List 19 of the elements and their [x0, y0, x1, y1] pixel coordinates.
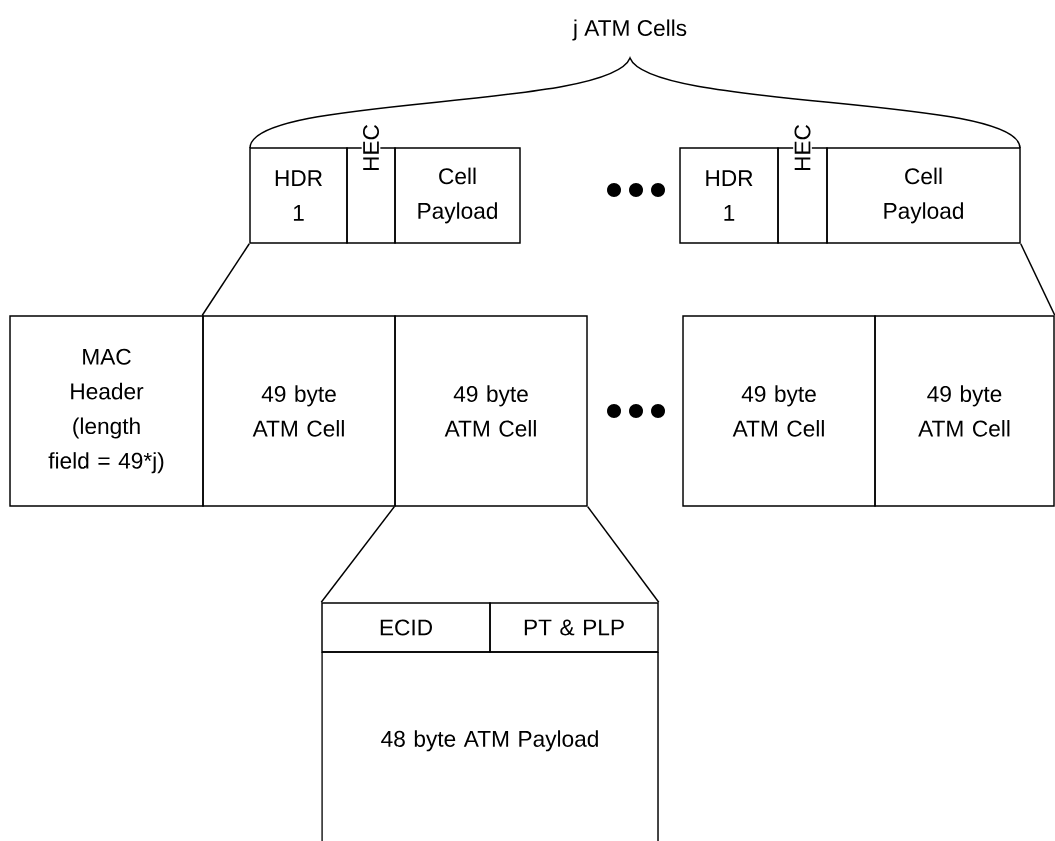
expansion-line	[587, 506, 660, 603]
brace-label: j ATM Cells	[572, 19, 687, 41]
field-cell: 49 byte ATM Cell	[394, 315, 588, 507]
field-cell: 49 byte ATM Cell	[682, 315, 876, 507]
field-cell: MAC Header (length field = 49*j)	[9, 315, 204, 507]
payload-field: 48 byte ATM Payload	[321, 651, 659, 841]
field-cell: ECID	[321, 602, 491, 653]
field-cell: HEC	[777, 122, 828, 244]
field-cell: HDR 1	[249, 147, 348, 244]
field-cell: 49 byte ATM Cell	[874, 315, 1055, 507]
field-cell: HDR 1	[679, 147, 779, 244]
field-cell: Cell Payload	[394, 147, 521, 244]
expansion-line	[1020, 243, 1055, 316]
expansion-line	[201, 243, 250, 316]
field-cell: HEC	[346, 122, 396, 244]
expansion-line	[320, 506, 395, 603]
field-cell: PT & PLP	[489, 602, 659, 653]
field-cell: Cell Payload	[826, 147, 1021, 244]
field-cell: 49 byte ATM Cell	[202, 315, 396, 507]
